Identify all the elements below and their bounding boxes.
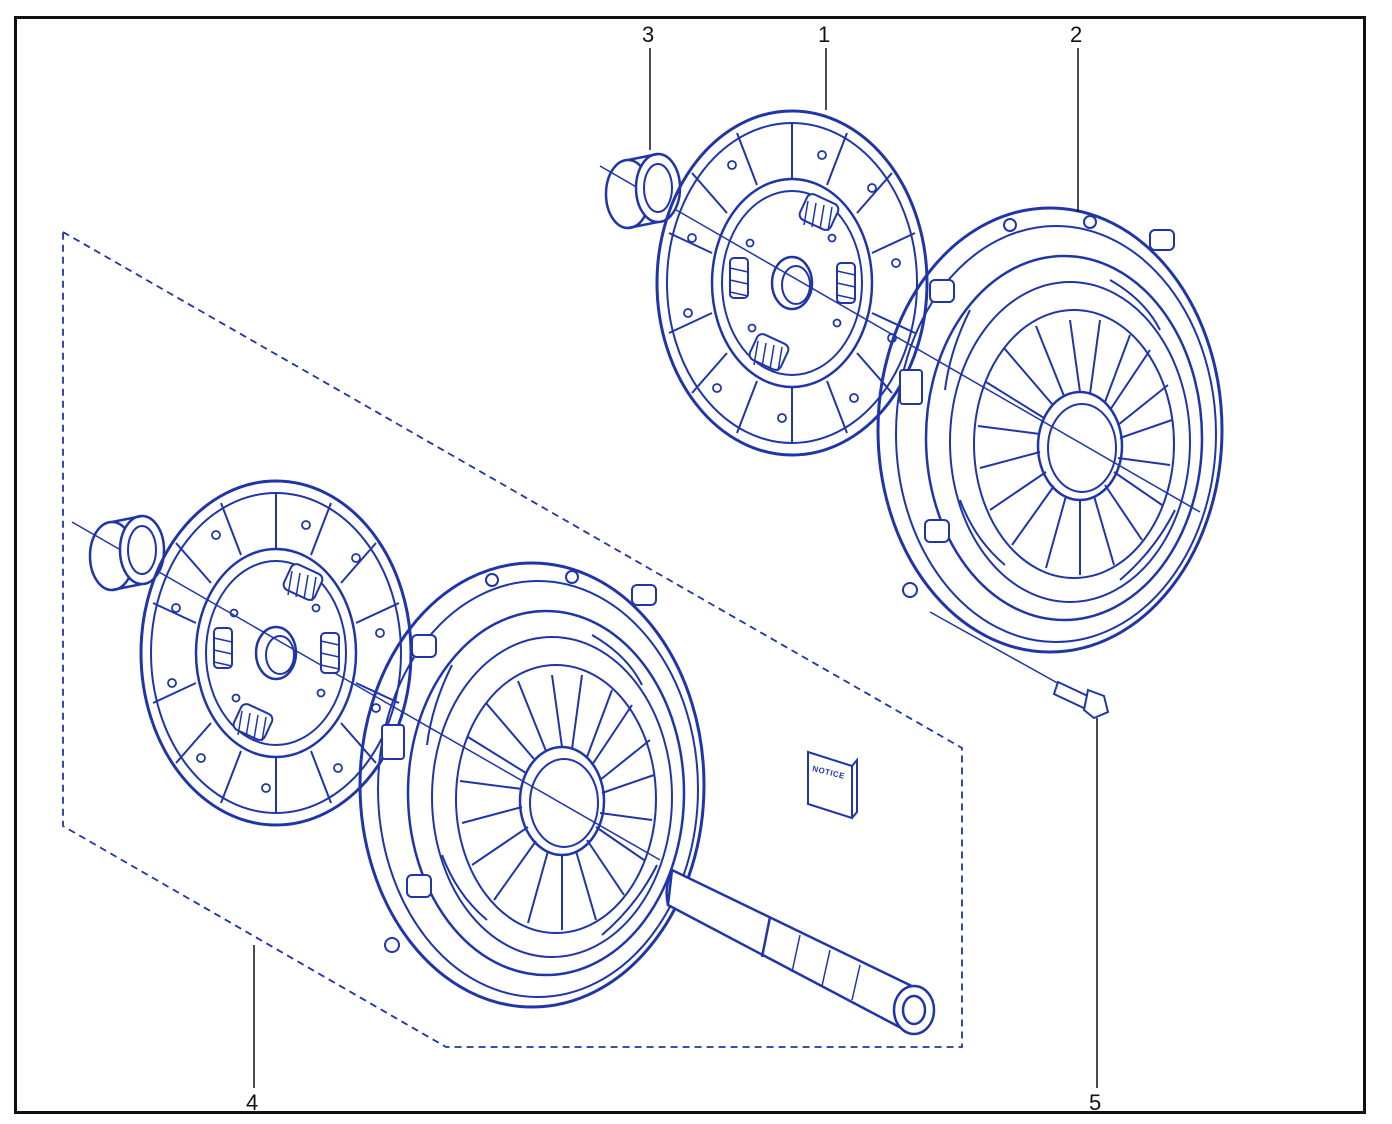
leader-lines [253,48,1098,1088]
callout-1: 1 [818,22,831,47]
alignment-shaft [665,868,936,1036]
pressure-plate-kit [358,561,706,1009]
bolt [1052,680,1110,720]
pressure-plate-upper [876,206,1224,654]
callout-5: 5 [1089,1090,1102,1115]
clutch-disc-kit [139,479,413,827]
callout-3: 3 [642,22,655,47]
clutch-disc-upper [655,109,929,457]
callout-4: 4 [246,1090,259,1115]
upper-axis-line [599,165,1201,513]
notice-booklet [807,750,858,820]
kit-boundary [62,231,963,1048]
lower-axis-line [71,521,661,861]
bolt-axis-line [929,611,1071,691]
diagram-frame [14,16,1366,1114]
callout-2: 2 [1070,22,1083,47]
